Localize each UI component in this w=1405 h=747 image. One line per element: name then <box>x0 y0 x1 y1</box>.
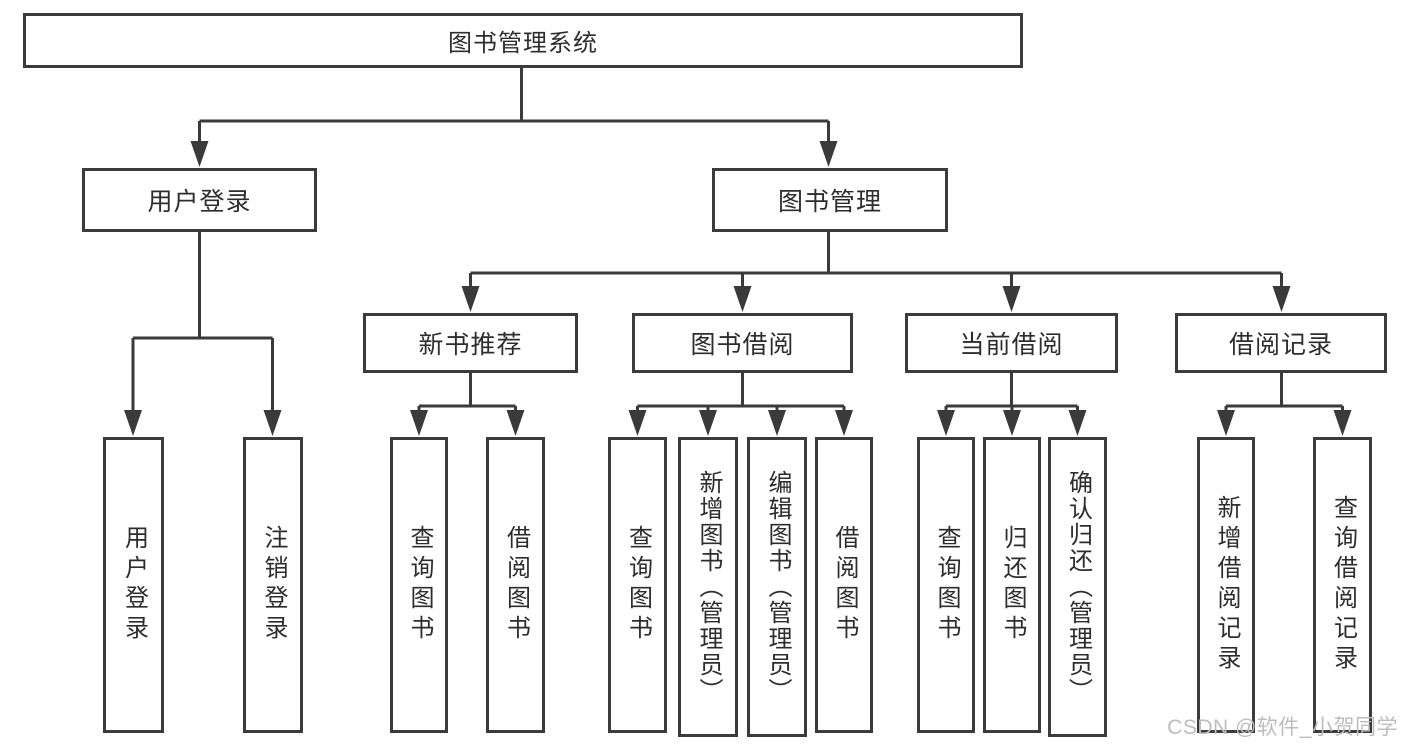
arrowhead-icon <box>410 410 428 436</box>
leaf-query-borrow-record: 查询借阅记录 <box>1313 437 1372 733</box>
node-user-login: 用户登录 <box>82 168 317 232</box>
leaf-return-books: 归还图书 <box>983 437 1041 733</box>
leaf-add-books-admin: 新增图书（管理员） <box>678 437 738 737</box>
node-label: 借阅图书 <box>831 525 858 645</box>
node-label: 查询图书 <box>624 525 652 645</box>
csdn-watermark: CSDN @软件_小贺同学 <box>1167 716 1398 739</box>
node-label: 新增图书（管理员） <box>695 470 722 704</box>
node-borrow-records: 借阅记录 <box>1175 313 1387 373</box>
node-label: 用户登录 <box>120 525 148 645</box>
leaf-edit-books-admin: 编辑图书（管理员） <box>747 437 807 737</box>
arrowhead-icon <box>124 410 142 436</box>
arrowhead-icon <box>1003 410 1021 436</box>
node-label: 编辑图书（管理员） <box>764 470 791 704</box>
arrowhead-icon <box>733 286 752 312</box>
node-book-management: 图书管理 <box>712 168 948 232</box>
node-label: 查询借阅记录 <box>1329 495 1357 675</box>
arrowhead-icon <box>819 141 838 167</box>
leaf-logout: 注销登录 <box>243 437 303 733</box>
node-label: 查询图书 <box>406 525 433 645</box>
leaf-recommend-query-books: 查询图书 <box>390 437 448 733</box>
arrowhead-icon <box>1272 286 1291 312</box>
node-label: 确认归还（管理员） <box>1064 470 1092 704</box>
node-library-system: 图书管理系统 <box>23 13 1023 68</box>
node-label: 借阅图书 <box>502 525 530 645</box>
node-label: 查询图书 <box>933 525 960 645</box>
leaf-current-query-books: 查询图书 <box>917 437 975 733</box>
connector-current-borrow-to-leaves <box>937 373 1087 436</box>
arrowhead-icon <box>1002 286 1021 312</box>
arrowhead-icon <box>263 410 282 436</box>
leaf-user-login: 用户登录 <box>103 437 164 733</box>
node-label: 归还图书 <box>999 525 1026 645</box>
connector-book-borrow-to-leaves <box>628 373 853 436</box>
leaf-add-borrow-record: 新增借阅记录 <box>1197 437 1255 733</box>
connector-new-book-recommend-to-leaves <box>410 373 525 436</box>
arrowhead-icon <box>699 410 717 436</box>
leaf-borrow-books: 借阅图书 <box>815 437 873 733</box>
connector-root-to-level2 <box>190 68 838 167</box>
arrowhead-icon <box>768 410 786 436</box>
arrowhead-icon <box>1068 410 1087 436</box>
arrowhead-icon <box>190 141 209 167</box>
node-new-book-recommend: 新书推荐 <box>363 313 578 373</box>
node-book-borrow: 图书借阅 <box>632 313 853 373</box>
node-label: 图书借阅 <box>690 331 795 359</box>
node-current-borrow: 当前借阅 <box>905 313 1118 373</box>
arrowhead-icon <box>461 286 480 312</box>
arrowhead-icon <box>937 410 955 436</box>
arrowhead-icon <box>506 410 525 436</box>
connector-user-login-to-leaves <box>124 232 282 436</box>
node-label: 图书管理 <box>777 188 882 216</box>
arrowhead-icon <box>1217 410 1235 436</box>
node-label: 借阅记录 <box>1228 331 1333 359</box>
node-label: 图书管理系统 <box>448 30 598 57</box>
arrowhead-icon <box>628 410 647 436</box>
node-label: 注销登录 <box>260 525 287 645</box>
leaf-confirm-return-admin: 确认归还（管理员） <box>1048 437 1107 737</box>
connector-book-management-to-level3 <box>461 232 1291 312</box>
node-label: 新增借阅记录 <box>1213 495 1240 675</box>
connector-borrow-records-to-leaves <box>1217 373 1352 436</box>
leaf-recommend-borrow-books: 借阅图书 <box>486 437 545 733</box>
node-label: 新书推荐 <box>418 331 523 359</box>
leaf-borrow-query-books: 查询图书 <box>608 437 667 733</box>
node-label: 用户登录 <box>147 188 252 216</box>
arrowhead-icon <box>1333 410 1352 436</box>
node-label: 当前借阅 <box>959 331 1064 359</box>
arrowhead-icon <box>835 410 853 436</box>
